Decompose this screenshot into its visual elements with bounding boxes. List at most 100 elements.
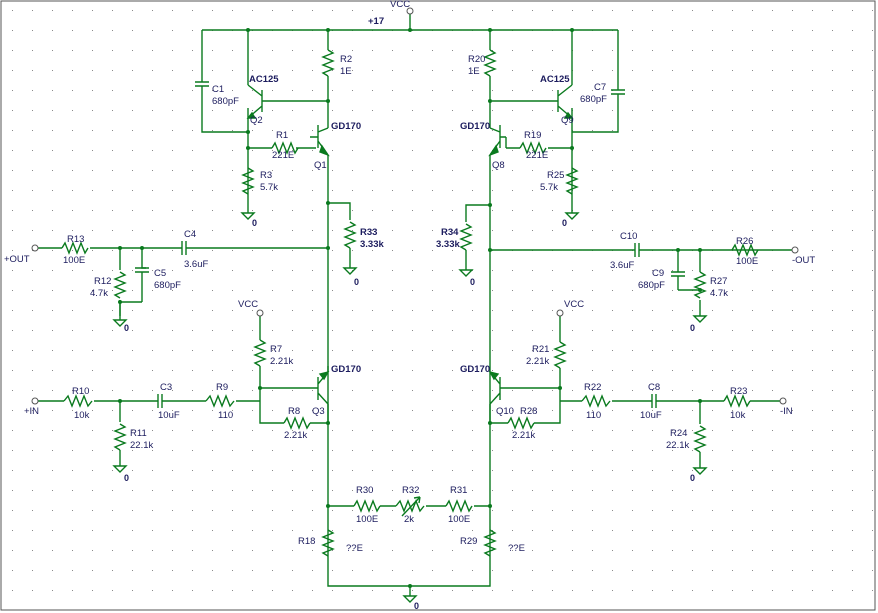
r24-value: 22.1k (666, 440, 689, 451)
junction-dot (488, 504, 492, 508)
resistor-r13 (61, 241, 89, 255)
resistor-r18 (321, 529, 335, 557)
q9-ref: Q9 (561, 115, 574, 126)
c7-value: 680pF (580, 94, 607, 105)
junction-dot (698, 248, 702, 252)
junction-dot (570, 28, 574, 32)
r31-ref: R31 (450, 485, 467, 496)
resistor-r27 (693, 271, 707, 299)
junction-dot (326, 246, 330, 250)
resistor-r30 (353, 499, 381, 513)
resistor-r9 (205, 394, 235, 408)
c5-value: 680pF (154, 280, 181, 291)
resistor-r10 (63, 394, 93, 408)
junction-dot (488, 28, 492, 32)
r3-ref: R3 (260, 170, 272, 181)
r10-value: 10k (74, 410, 90, 421)
ground-icon (342, 267, 358, 275)
vcc-label-right: VCC (564, 299, 584, 310)
r28-value: 2.21k (512, 430, 535, 441)
r33-ref: R33 (360, 227, 377, 238)
q9-type: AC125 (540, 74, 570, 85)
capacitor-c9 (671, 271, 685, 282)
c1-ref: C1 (212, 84, 224, 95)
junction-dot (698, 399, 702, 403)
resistor-r12 (113, 271, 127, 299)
r8-ref: R8 (288, 406, 300, 417)
r11-ref: R11 (130, 428, 147, 439)
ground-label: 0 (690, 323, 695, 333)
capacitor-c1 (195, 81, 209, 105)
ground-label: 0 (562, 218, 567, 228)
r9-value: 110 (218, 410, 233, 421)
junction-dot (246, 130, 250, 134)
resistor-r2 (321, 49, 335, 77)
resistor-r3 (241, 167, 255, 195)
r10-ref: R10 (72, 386, 89, 397)
in-pos-label: +IN (24, 406, 39, 417)
junction-dot (488, 248, 492, 252)
r11-value: 22.1k (130, 440, 153, 451)
r27-value: 4.7k (710, 288, 728, 299)
c7-ref: C7 (594, 82, 606, 93)
resistor-r26 (731, 243, 759, 257)
junction-dot (326, 201, 330, 205)
q2-ref: Q2 (250, 115, 263, 126)
out-neg-port (791, 246, 799, 254)
ground-icon (112, 465, 128, 473)
ground-icon (458, 269, 474, 277)
r2-value: 1E (340, 66, 352, 77)
junction-dot (326, 99, 330, 103)
junction-dot (488, 203, 492, 207)
c5-ref: C5 (154, 268, 166, 279)
resistor-r20 (483, 49, 497, 77)
in-neg-port (779, 397, 787, 405)
r23-ref: R23 (730, 386, 747, 397)
capacitor-c4 (176, 241, 192, 255)
junction-dot (246, 28, 250, 32)
ground-icon (240, 195, 256, 220)
r1-ref: R1 (276, 130, 288, 141)
resistor-r8 (283, 416, 311, 430)
resistor-r34 (459, 223, 473, 251)
c8-ref: C8 (648, 382, 660, 393)
resistor-r24 (693, 425, 707, 453)
junction-dot (408, 28, 412, 32)
r30-ref: R30 (356, 485, 373, 496)
resistor-r29 (483, 529, 497, 557)
r7-value: 2.21k (270, 356, 293, 367)
c8-value: 10uF (640, 410, 662, 421)
junction-dot (118, 246, 122, 250)
junctions (118, 28, 702, 588)
r28-ref: R28 (520, 406, 537, 417)
r18-value: ??E (346, 543, 363, 554)
r32-ref: R32 (402, 485, 419, 496)
q8-type: GD170 (460, 121, 490, 132)
transistor-q1 (310, 125, 330, 157)
ground-label: 0 (124, 323, 129, 333)
ground-icon (692, 467, 708, 475)
resistor-r1 (271, 141, 299, 155)
resistor-r11 (113, 423, 127, 451)
r29-ref: R29 (460, 536, 477, 547)
r30-value: 100E (356, 514, 378, 525)
vcc-port-right (556, 309, 564, 317)
junction-dot (326, 28, 330, 32)
r19-value: 221E (526, 150, 548, 161)
c4-ref: C4 (184, 229, 196, 240)
r13-value: 100E (63, 255, 85, 266)
r21-ref: R21 (532, 344, 549, 355)
c4-value: 3.6uF (184, 259, 208, 270)
ground-label: 0 (470, 277, 475, 287)
resistor-r22 (581, 394, 611, 408)
r3-value: 5.7k (260, 182, 278, 193)
ground-icon (692, 315, 708, 323)
transistor-q2 (246, 84, 263, 119)
vcc-label-top: VCC (390, 0, 410, 10)
vcc-port-top (406, 7, 414, 15)
r21-value: 2.21k (526, 356, 549, 367)
plus17-label: +17 (368, 16, 384, 27)
r25-value: 5.7k (540, 182, 558, 193)
vcc-port-left (256, 309, 264, 317)
